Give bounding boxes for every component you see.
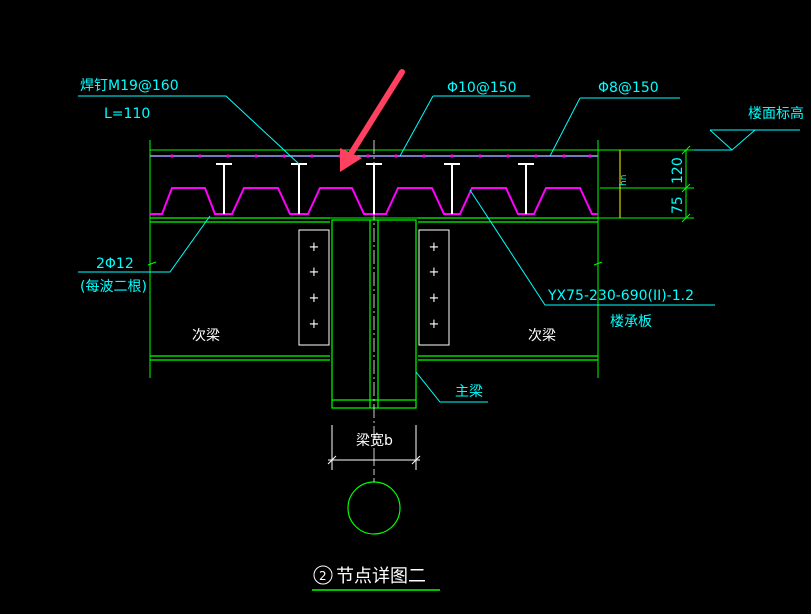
svg-text:+: + [309, 265, 320, 280]
weld-stud-label: 焊钉M19@160 [80, 78, 179, 94]
rebar-top-right-label: Φ8@150 [598, 80, 659, 96]
detail-title: 节点详图二 [336, 566, 426, 587]
secondary-beam-right-label: 次梁 [528, 328, 556, 344]
dimension-small: hn [619, 175, 629, 186]
svg-text:+: + [429, 317, 440, 332]
svg-text:+: + [429, 240, 440, 255]
secondary-beam-left-label: 次梁 [192, 328, 220, 344]
svg-text:+: + [309, 240, 320, 255]
beam-width-label: 梁宽b [356, 432, 393, 449]
main-beam-label: 主梁 [455, 384, 483, 400]
leader-lines [78, 95, 715, 403]
floor-level-label: 楼面标高 [748, 105, 804, 122]
dimension-75: 75 [670, 196, 686, 214]
detail-number: 2 [319, 569, 327, 583]
svg-text:+: + [309, 291, 320, 306]
dimension-marks [600, 145, 694, 223]
floor-level-symbol [600, 129, 800, 151]
connection-plates: + + + + + + + + [298, 229, 450, 346]
rebar-top-mid-label: Φ10@150 [447, 80, 517, 96]
deck-model-label: YX75-230-690(II)-1.2 [547, 288, 694, 304]
detail-title-group: 2 节点详图二 [312, 565, 440, 591]
main-beam [331, 140, 417, 460]
top-rebar [150, 154, 598, 158]
svg-text:+: + [429, 265, 440, 280]
secondary-beams [147, 217, 603, 361]
stud-length-label: L=110 [104, 106, 150, 122]
deck-name-label: 楼承板 [610, 314, 652, 330]
dimension-120: 120 [670, 157, 686, 184]
svg-text:+: + [429, 291, 440, 306]
red-arrow-annotation [340, 69, 405, 172]
bottom-bars-note: (每波二根) [80, 279, 147, 295]
grid-axis-circle [347, 481, 401, 535]
bottom-bars-label: 2Φ12 [96, 256, 134, 272]
svg-text:+: + [309, 317, 320, 332]
